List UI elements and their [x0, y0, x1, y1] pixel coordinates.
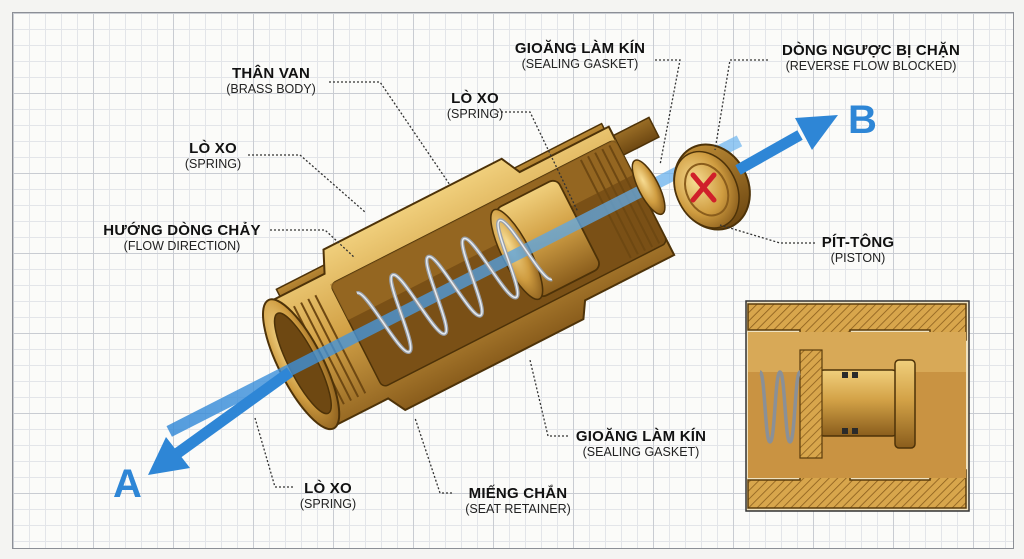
label-seat-retainer: MIẾNG CHẮN (SEAT RETAINER) [465, 485, 571, 517]
label-sealing-gasket-top: GIOĂNG LÀM KÍN (SEALING GASKET) [514, 40, 646, 72]
label-spring-left: LÒ XO (SPRING) [184, 140, 242, 172]
piston-disc [673, 143, 751, 231]
label-brass-body: THÂN VAN (BRASS BODY) [226, 65, 316, 97]
port-b-label: B [848, 98, 877, 142]
label-spring-top: LÒ XO (SPRING) [446, 90, 504, 122]
port-a-label: A [113, 462, 142, 506]
flow-arrow-a [148, 367, 294, 475]
label-reverse-flow-blocked: DÒNG NGƯỢC BỊ CHẶN (REVERSE FLOW BLOCKED… [781, 42, 960, 74]
label-spring-bottom: LÒ XO (SPRING) [299, 480, 357, 512]
blocked-x-icon [690, 172, 717, 203]
label-piston: PÍT-TÔNG (PISTON) [821, 234, 895, 266]
valve-body [166, 116, 743, 437]
leader-lines [248, 59, 815, 494]
label-flow-direction: HƯỚNG DÒNG CHẢY (FLOW DIRECTION) [103, 222, 261, 254]
cross-section-inset [745, 300, 970, 512]
flow-arrow-b [735, 115, 838, 175]
label-sealing-gasket-bottom: GIOĂNG LÀM KÍN (SEALING GASKET) [575, 428, 707, 460]
